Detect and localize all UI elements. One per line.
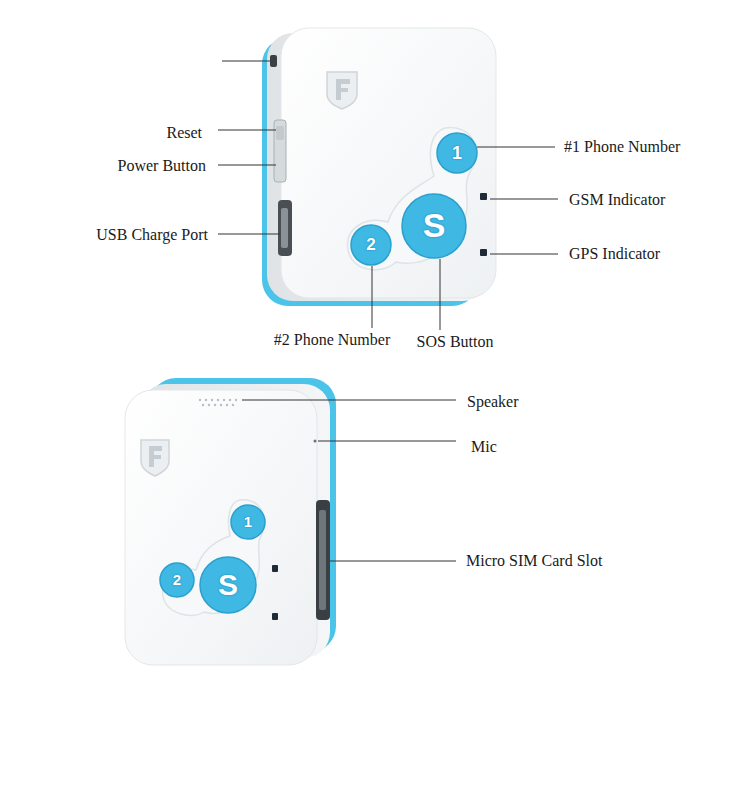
button-label: 1 xyxy=(452,143,462,164)
callout-label: #1 Phone Number xyxy=(564,138,680,156)
leader-lines xyxy=(242,400,456,561)
callout-label: Micro SIM Card Slot xyxy=(466,552,602,570)
callout-label: Power Button xyxy=(118,157,206,175)
button-label: S xyxy=(423,206,446,245)
callout-label: SOS Button xyxy=(417,333,494,351)
callout-label: GPS Indicator xyxy=(569,245,660,263)
button-label: 2 xyxy=(366,235,375,255)
callout-label: Mic xyxy=(471,438,497,456)
tracker-angled-view xyxy=(125,378,336,665)
button-label: 1 xyxy=(244,513,252,530)
callout-label: Reset xyxy=(166,124,202,142)
leader-lines xyxy=(218,61,558,330)
callout-label: #2 Phone Number xyxy=(274,331,390,349)
tracker-front-view xyxy=(262,28,496,306)
callout-label: USB Charge Port xyxy=(96,226,208,244)
button-label: S xyxy=(218,568,238,603)
callout-label: Speaker xyxy=(467,393,519,411)
button-label: 2 xyxy=(173,571,181,588)
callout-label: GSM Indicator xyxy=(569,191,665,209)
